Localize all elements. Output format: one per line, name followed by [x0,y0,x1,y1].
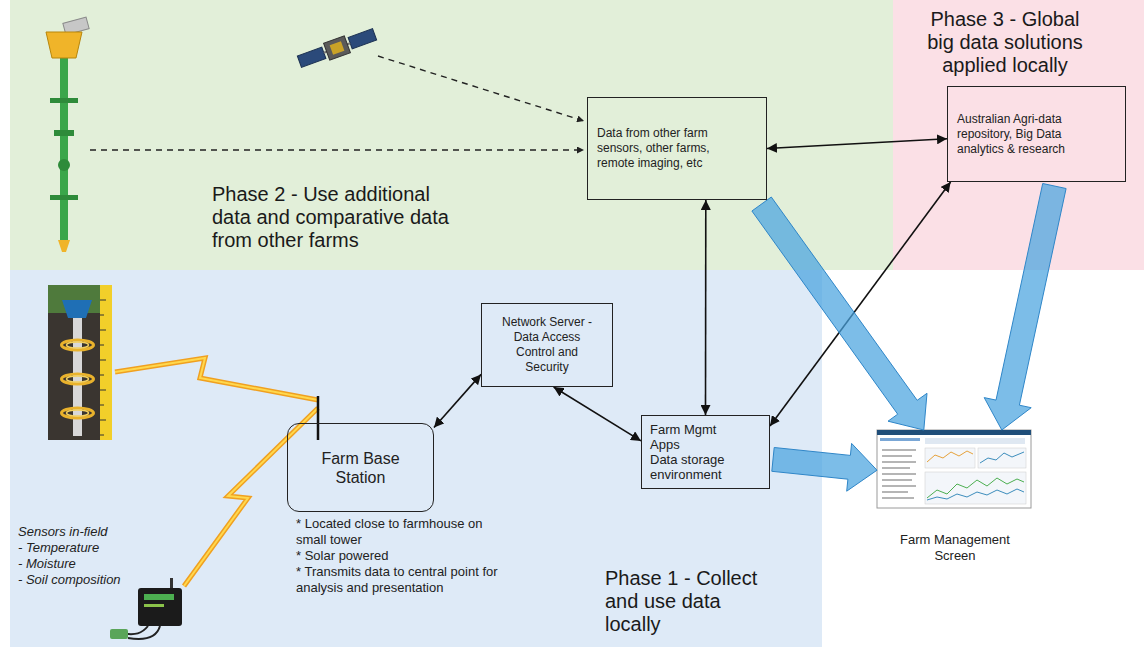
weather-probe-illustration [46,32,82,58]
phase-heading: Phase 3 - Global big data solutions appl… [915,8,1095,77]
logger-device-photo [170,578,173,588]
weather-probe-illustration [54,130,74,136]
sensor-note: - Temperature [18,540,178,556]
process-box: Data from other farm sensors, other farm… [587,97,767,200]
base-station-antenna [318,396,319,440]
soil-probe-photo [62,300,92,318]
phase-heading: Phase 1 - Collect and use data locally [605,567,775,636]
soil-probe-photo [62,340,94,350]
process-box: Network Server - Data Access Control and… [481,303,613,387]
box-text: Network Server - Data Access Control and… [498,315,596,375]
logger-device-photo [144,594,174,600]
data-link [705,200,707,415]
soil-probe-photo [62,408,94,418]
weather-probe-illustration [58,159,70,171]
soil-probe-photo [67,376,89,382]
screen-caption: Farm Management Screen [895,532,1015,564]
dashboard-screenshot [925,438,1025,444]
label-group: * Located close to farmhouse on small to… [296,516,508,596]
dashboard-screenshot [877,430,1031,435]
dashboard-screenshot [925,472,1026,504]
weather-probe-illustration [50,195,78,200]
sensor-note: - Moisture [18,556,178,572]
box-text: Data from other farm sensors, other farm… [597,126,736,171]
soil-probe-photo [67,410,89,416]
process-box: Australian Agri-data repository, Big Dat… [947,86,1126,182]
sensor-note: - Soil composition [18,572,178,588]
logger-device-photo [144,604,164,607]
weather-probe-illustration [60,55,68,240]
dashboard-screenshot [978,448,1026,468]
dashboard-screenshot [877,430,1031,508]
label-group: Sensors in-field- Temperature- Moisture-… [18,524,178,588]
phase-band: Phase 2 - Use additional data and compar… [10,0,893,270]
dashboard-screenshot [927,489,1024,500]
dashboard-screenshot [877,430,1031,508]
base-station-note: * Located close to farmhouse on small to… [296,516,508,548]
soil-probe-photo [48,285,112,440]
dashboard-screenshot [925,448,975,468]
dashboard-screenshot [980,452,1024,463]
process-box: Farm Mgmt AppsData storage environment [641,415,770,489]
screen-node: Farm Management Screen [877,430,1033,564]
soil-probe-photo [67,342,89,348]
dashboard-screenshot [927,451,973,462]
soil-probe-photo [100,285,112,440]
base-station-antenna [317,396,320,440]
phase-band: Phase 3 - Global big data solutions appl… [893,0,1144,270]
dashboard-screenshot [882,450,916,498]
base-station-note: * Solar powered [296,548,508,564]
box-text: Farm Mgmt Apps [650,422,739,452]
logger-device-photo [138,588,182,626]
base-station-box: Farm Base Station [287,423,434,512]
base-station-note: * Transmits data to central point for an… [296,564,508,596]
logger-device-photo [110,629,128,639]
box-text: Data storage environment [650,452,739,482]
soil-probe-photo [100,300,106,435]
dashboard-screenshot [880,438,920,441]
phase-heading: Phase 2 - Use additional data and compar… [212,183,462,252]
sensor-note: Sensors in-field [18,524,178,540]
soil-probe-photo [62,374,94,384]
dashboard-screenshot [927,478,1024,498]
satellite-illustration [330,41,345,55]
box-text: Farm Base Station [313,449,408,487]
soil-probe-photo [48,285,112,440]
box-text: Australian Agri-data repository, Big Dat… [957,112,1071,157]
weather-probe-illustration [50,98,78,103]
